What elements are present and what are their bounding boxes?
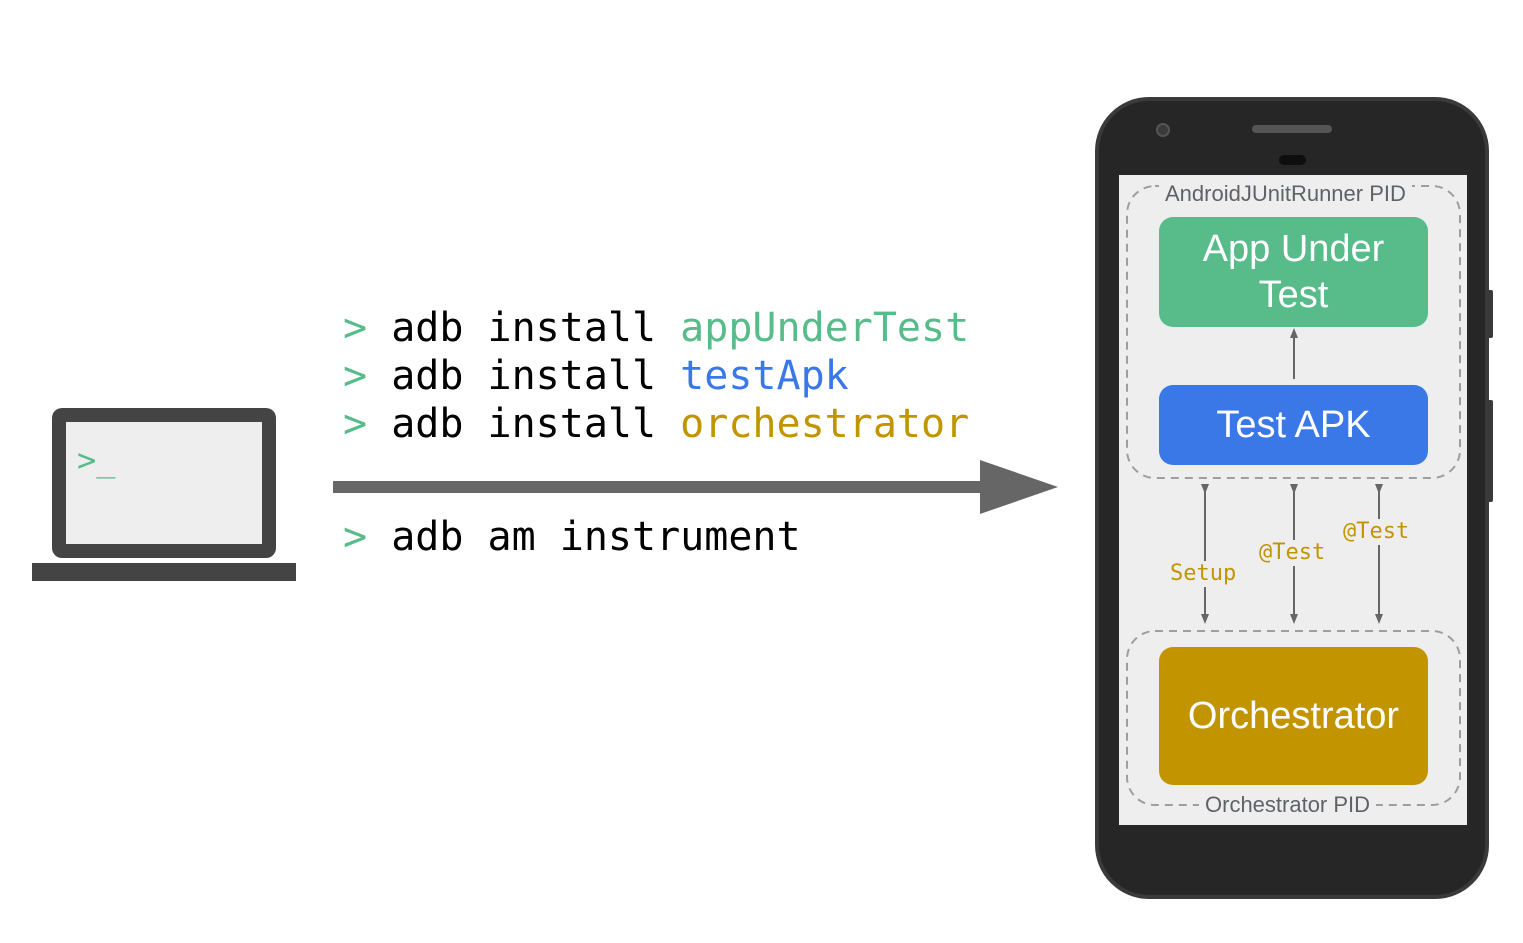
command-install-test-apk: > adb install testApk [343,352,849,400]
laptop-icon [32,408,296,581]
command-text: adb install [391,305,681,351]
command-text: adb install [391,401,681,447]
speaker-grille [1252,125,1332,133]
laptop-terminal-prompt: >_ [77,441,116,479]
command-arg-test-apk: testApk [680,353,849,399]
prompt-symbol: > [343,353,368,399]
command-install-orchestrator: > adb install orchestrator [343,400,969,448]
runner-pid-label: AndroidJUnitRunner PID [1159,181,1412,207]
app-under-test-label-line1: App Under [1202,228,1385,270]
command-text: adb am instrument [391,514,801,560]
test-apk-box: Test APK [1159,385,1428,465]
orchestrator-box: Orchestrator [1159,647,1428,785]
app-under-test-label-line2: Test [1258,274,1329,316]
laptop-base [32,563,296,581]
orchestrator-pid-label: Orchestrator PID [1199,792,1377,818]
phone-side-button-top [1487,290,1493,338]
command-am-instrument: > adb am instrument [343,513,801,561]
runner-pid-group [1126,185,1461,479]
test-label-1: @Test [1257,540,1328,566]
command-text: adb install [391,353,681,399]
prompt-symbol: > [343,514,368,560]
app-under-test-box: App Under Test [1159,217,1428,327]
orchestrator-label: Orchestrator [1187,694,1400,737]
prompt-symbol: > [343,305,368,351]
test-label-2: @Test [1341,519,1412,545]
test-apk-label: Test APK [1216,403,1371,446]
phone-side-button-bottom [1487,400,1493,502]
command-arg-app-under-test: appUnderTest [680,305,970,351]
command-arg-orchestrator: orchestrator [680,401,970,447]
camera-icon [1156,123,1170,137]
setup-label: Setup [1168,561,1239,587]
command-install-app: > adb install appUnderTest [343,304,969,352]
deploy-arrow [333,460,1058,514]
sensor-icon [1279,155,1306,165]
laptop-screen [66,422,262,544]
prompt-symbol: > [343,401,368,447]
